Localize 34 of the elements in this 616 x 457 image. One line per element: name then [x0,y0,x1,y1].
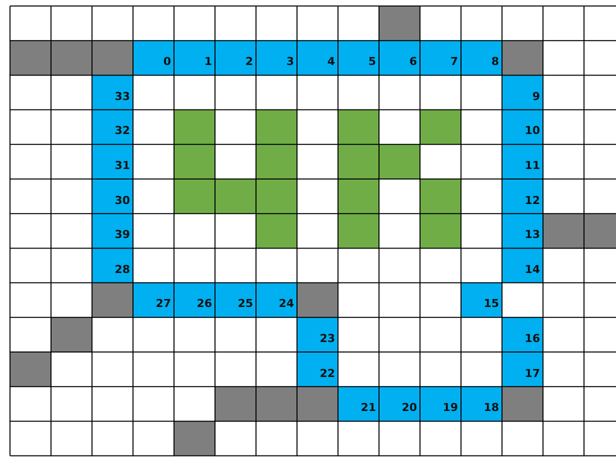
numbered-square: 2 [215,40,256,76]
numbered-square: 17 [502,352,543,387]
numbered-square: 18 [461,386,502,422]
numbered-square: 15 [461,282,502,318]
numbered-square: 4 [297,40,338,76]
numbered-square: 21 [338,386,379,422]
numbered-square: 20 [379,386,420,422]
numbered-square: 0 [133,40,174,76]
numbered-square: 16 [502,317,543,352]
numbered-square: 25 [215,282,256,318]
numbered-square: 14 [502,248,543,283]
numbered-square: 3 [256,40,297,76]
numbered-square: 30 [92,179,133,214]
numbered-square: 13 [502,214,543,248]
numbered-square: 8 [461,40,502,76]
numbered-square: 6 [379,40,420,76]
numbered-square: 24 [256,282,297,318]
numbered-square: 23 [297,317,338,352]
numbered-square: 27 [133,282,174,318]
numbered-square: 5 [338,40,379,76]
numbered-square: 32 [92,110,133,144]
numbered-square: 22 [297,352,338,387]
numbered-square: 33 [92,75,133,110]
numbered-square: 1 [174,40,215,76]
numbered-square: 7 [420,40,461,76]
numbered-square: 12 [502,179,543,214]
numbered-square: 19 [420,386,461,422]
numbered-square: 39 [92,214,133,248]
numbered-square: 10 [502,110,543,144]
numbered-square: 26 [174,282,215,318]
numbered-square: 28 [92,248,133,283]
numbered-square: 31 [92,144,133,179]
numbered-square: 9 [502,75,543,110]
numbered-square: 11 [502,144,543,179]
